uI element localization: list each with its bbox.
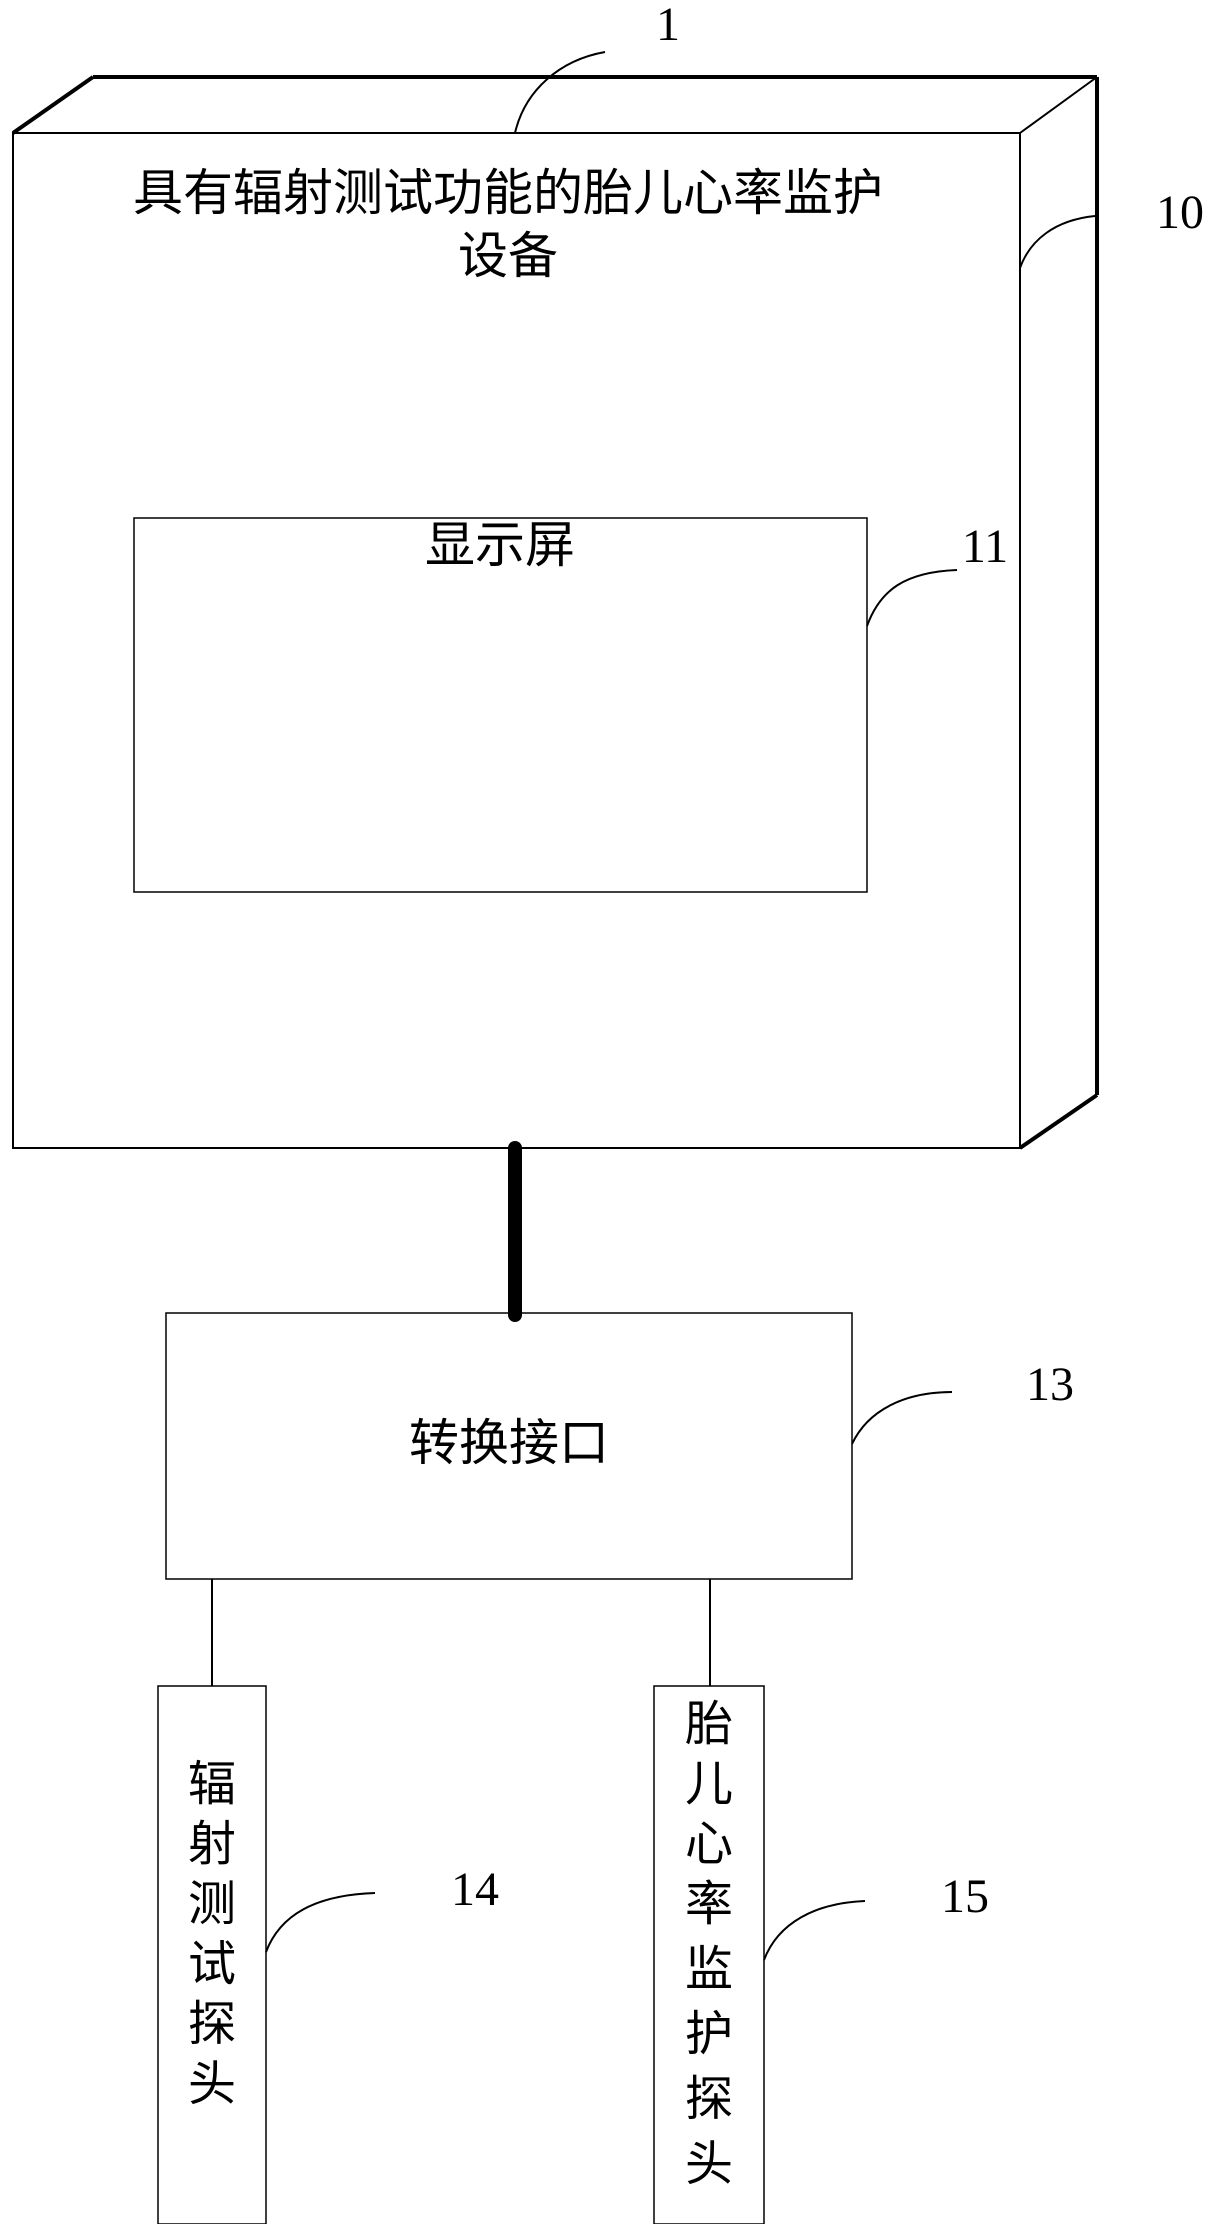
- fetal-probe-char: 胎: [685, 1696, 733, 1752]
- display-screen: [134, 518, 867, 892]
- device-title-line2: 设备: [458, 227, 558, 285]
- radiation-probe-label: 辐 射 测 试 探 头: [188, 1756, 236, 2112]
- leader-ref-10: [1020, 216, 1095, 268]
- device-title-line1: 具有辐射测试功能的胎儿心率监护: [133, 164, 883, 222]
- fetal-probe-char: 率: [685, 1876, 733, 1932]
- leader-ref-15: [764, 1901, 865, 1960]
- leader-ref-13: [852, 1392, 952, 1444]
- ref-label-13: 13: [1026, 1358, 1074, 1411]
- ref-label-11: 11: [962, 520, 1008, 573]
- conversion-interface-label: 转换接口: [409, 1414, 609, 1472]
- ref-label-10: 10: [1156, 186, 1204, 239]
- fetal-probe-char: 护: [685, 2006, 733, 2062]
- ref-label-15: 15: [941, 1870, 989, 1923]
- device-top-right-edge: [1020, 77, 1097, 133]
- leader-ref-14: [266, 1893, 375, 1952]
- ref-label-14: 14: [451, 1863, 499, 1916]
- radiation-probe-char: 测: [188, 1876, 236, 1932]
- device-top-back-edge: [13, 77, 93, 133]
- leader-ref-1: [515, 52, 605, 133]
- device-front-face: [13, 133, 1020, 1148]
- device-side-bottom-edge: [1020, 1095, 1097, 1148]
- fetal-probe-char: 探: [685, 2071, 733, 2127]
- fetal-probe-char: 头: [685, 2136, 733, 2192]
- ref-label-1: 1: [656, 0, 680, 51]
- fetal-probe-char: 儿: [685, 1756, 733, 1812]
- radiation-probe-char: 试: [188, 1936, 236, 1992]
- radiation-probe-char: 头: [188, 2056, 236, 2112]
- radiation-probe-char: 射: [188, 1816, 236, 1872]
- fetal-probe-char: 监: [685, 1941, 733, 1997]
- fetal-probe-label: 胎 儿 心 率 监 护 探 头: [685, 1696, 733, 2192]
- radiation-probe-char: 辐: [188, 1756, 236, 1812]
- radiation-probe-char: 探: [188, 1996, 236, 2052]
- fetal-probe-char: 心: [685, 1816, 733, 1872]
- display-screen-label: 显示屏: [425, 516, 575, 574]
- leader-ref-11: [867, 570, 957, 626]
